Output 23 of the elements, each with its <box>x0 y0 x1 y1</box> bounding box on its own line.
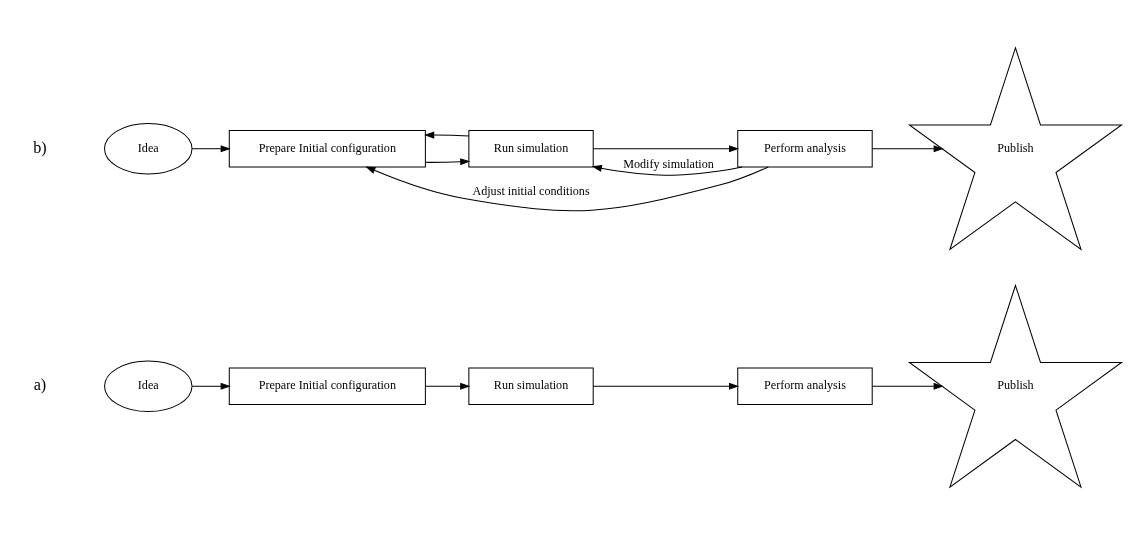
arrow <box>191 145 231 153</box>
arrow <box>592 145 740 153</box>
node-box: Prepare Initial configuration <box>228 367 426 405</box>
arrow <box>871 145 944 153</box>
node-box: Run simulation <box>468 130 594 168</box>
arrow <box>191 382 231 390</box>
arrow <box>592 382 740 390</box>
edge-label: Modify simulation <box>623 156 714 171</box>
node-box: Run simulation <box>468 367 594 405</box>
node-box: Perform analysis <box>737 367 873 405</box>
edge-label: Adjust initial conditions <box>472 183 590 198</box>
label: b) <box>33 138 47 156</box>
arrow <box>365 166 769 212</box>
arrow <box>425 158 471 166</box>
node-ellipse: Idea <box>104 122 193 175</box>
arrow <box>425 382 471 390</box>
label: a) <box>33 376 47 394</box>
node-box: Perform analysis <box>737 130 873 168</box>
arrow <box>871 382 944 390</box>
node-box: Prepare Initial configuration <box>228 130 426 168</box>
node-ellipse: Idea <box>104 360 193 413</box>
arrow <box>591 164 743 176</box>
arrow <box>424 131 470 139</box>
